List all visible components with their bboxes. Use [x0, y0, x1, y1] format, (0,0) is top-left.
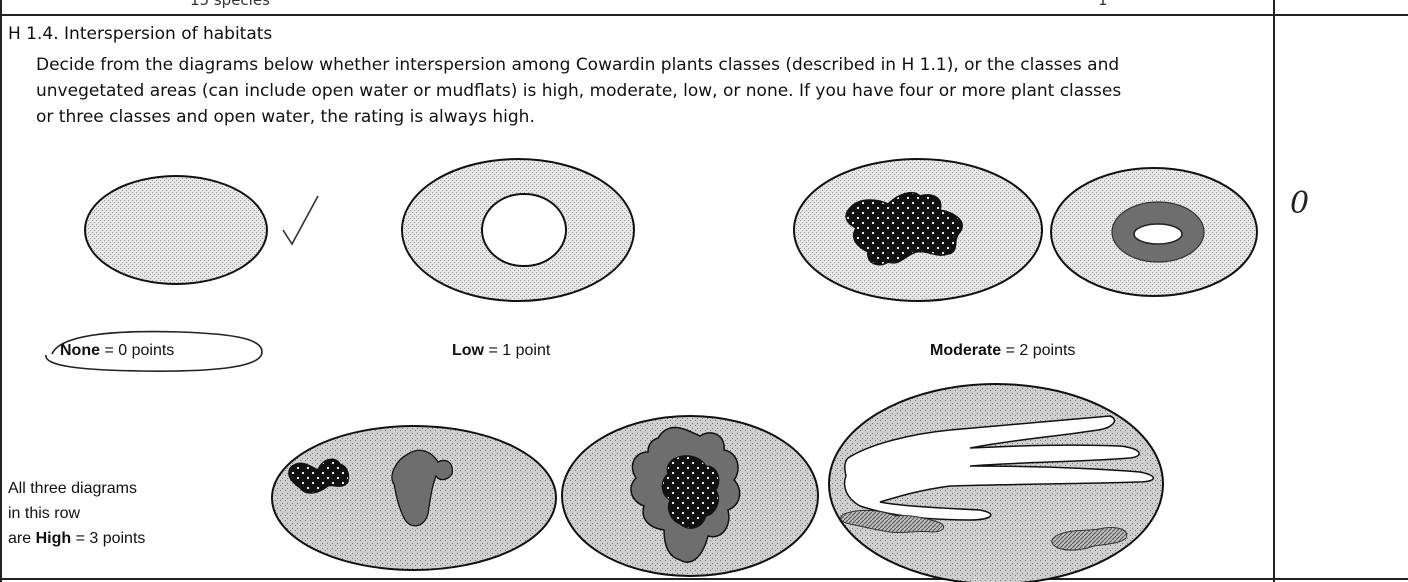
- rating-high-line-1: All three diagrams: [8, 476, 145, 501]
- diagram-high-3: [829, 384, 1163, 582]
- diagram-moderate-1: [794, 159, 1042, 301]
- rating-high-label: All three diagrams in this row are High …: [8, 476, 145, 551]
- rating-high-line-2: in this row: [8, 501, 145, 526]
- diagram-low: [402, 159, 634, 301]
- rating-moderate-label: Moderate = 2 points: [930, 342, 1075, 360]
- checkmark-icon: [283, 196, 318, 244]
- rating-moderate-points: = 2 points: [1006, 342, 1076, 359]
- rating-high-points: = 3 points: [71, 530, 145, 547]
- rating-none-points: = 0 points: [104, 342, 174, 359]
- diagram-high-1: [272, 426, 556, 570]
- rating-high-line-3: are High = 3 points: [8, 526, 145, 551]
- rating-low-points: = 1 point: [488, 342, 550, 359]
- score-handwritten-mark: 0: [1290, 186, 1309, 221]
- diagram-moderate-2: [1051, 168, 1257, 296]
- rating-low-name: Low: [452, 342, 484, 359]
- rating-low-label: Low = 1 point: [452, 342, 550, 360]
- rating-none-label: None = 0 points: [60, 342, 174, 360]
- rating-none-name: None: [60, 342, 100, 359]
- diagram-high-2: [562, 416, 818, 576]
- rating-high-name: High: [36, 530, 72, 547]
- rating-moderate-name: Moderate: [930, 342, 1001, 359]
- rating-high-prefix: are: [8, 530, 36, 547]
- diagram-none: [85, 176, 267, 284]
